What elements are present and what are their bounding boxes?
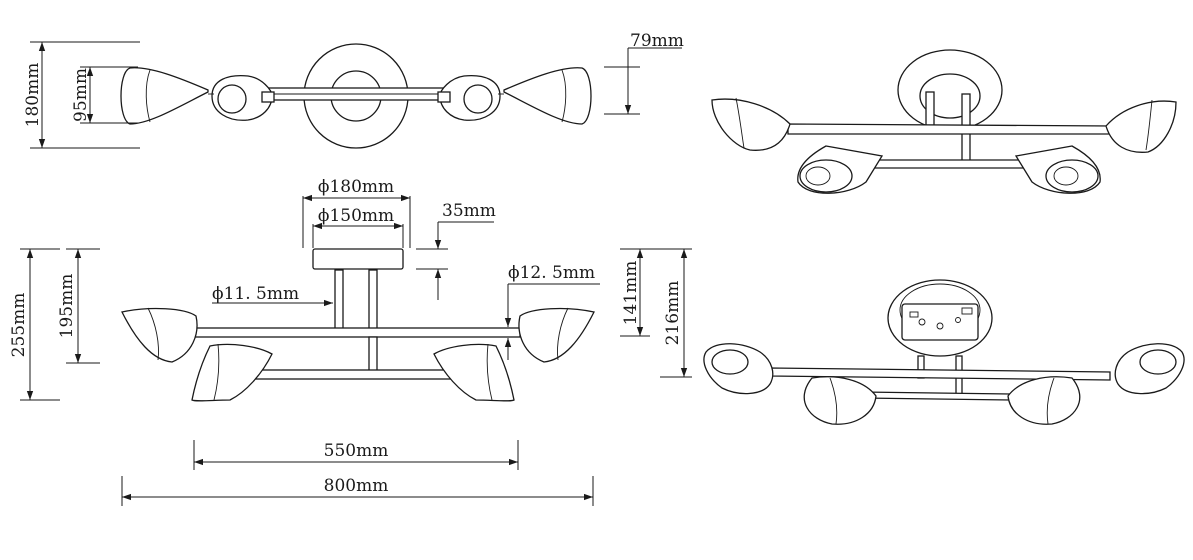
dim-plate-outer: ϕ180mm — [302, 177, 411, 248]
dim-side: 141mm 216mm — [620, 248, 692, 378]
dim-span-total: 800mm — [121, 476, 594, 506]
dim-plate-depth: 35mm — [416, 201, 496, 300]
label-79: 79mm — [630, 31, 684, 51]
label-95: 95mm — [71, 68, 91, 122]
label-255: 255mm — [9, 293, 29, 358]
label-141: 141mm — [621, 261, 641, 326]
label-550: 550mm — [324, 441, 389, 461]
iso-view-upper — [711, 49, 1177, 194]
label-35: 35mm — [442, 201, 496, 221]
dim-top-right: 79mm — [604, 31, 684, 115]
dim-front-total: 255mm — [9, 248, 60, 401]
dim-top-height: 180mm — [23, 41, 140, 149]
dim-rod: ϕ11. 5mm — [212, 284, 333, 307]
label-phi11: ϕ11. 5mm — [212, 284, 299, 304]
front-view — [121, 248, 595, 402]
dim-bar: ϕ12. 5mm — [504, 263, 600, 360]
dim-span-inner: 550mm — [193, 440, 519, 470]
iso-view-lower — [703, 279, 1185, 425]
label-800: 800mm — [324, 476, 389, 496]
dim-top-inner: 95mm — [71, 66, 138, 124]
label-phi150: ϕ150mm — [318, 206, 394, 226]
dim-plate-inner: ϕ150mm — [312, 206, 404, 248]
top-view — [120, 43, 592, 149]
label-phi12: ϕ12. 5mm — [508, 263, 595, 283]
label-216: 216mm — [663, 281, 683, 346]
dim-front-drop: 195mm — [57, 248, 100, 364]
label-180: 180mm — [23, 63, 43, 128]
label-195: 195mm — [57, 274, 77, 339]
label-phi180: ϕ180mm — [318, 177, 394, 197]
